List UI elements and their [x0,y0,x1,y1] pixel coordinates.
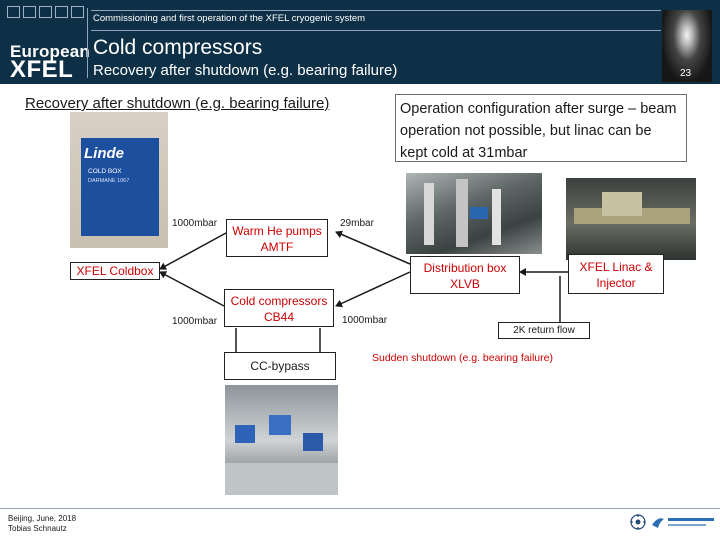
coldbox-photo: Linde COLD BOX DARMANE 1067 [70,112,168,248]
logo-grid-icon [7,6,85,20]
pipe-shape [492,189,501,245]
cryomodule-shape [602,192,642,216]
coldbox-serial-plate: DARMANE 1067 [88,178,130,184]
slide-subtitle: Recovery after shutdown (e.g. bearing fa… [93,62,398,79]
pipe-shape [456,179,468,247]
compressor-shape [269,415,291,435]
label-shutdown-note: Sudden shutdown (e.g. bearing failure) [372,352,553,364]
partner-emblem-icon [630,514,646,530]
pipe-shape [424,183,434,245]
page-number: 23 [680,68,692,79]
node-distribution-box: Distribution box XLVB [410,256,520,294]
cold-compressors-photo [225,385,338,495]
label-pressure-29: 29mbar [340,218,374,229]
coldbox-name-plate: COLD BOX [88,168,122,175]
compressor-shape [235,425,255,443]
brand-line2: XFEL [10,56,74,83]
header-divider [87,8,88,78]
coldbox-panel [81,138,159,236]
header-rule-mid [91,30,661,31]
header-photo [662,10,712,82]
helmholtz-logo-icon [652,518,714,528]
label-pressure-cold-left: 1000mbar [172,316,218,327]
callout-box: Operation configuration after surge – be… [395,94,687,162]
arrow-pumps-to-coldbox [159,232,227,270]
label-pressure-cold-right: 1000mbar [342,315,388,326]
arrow-dist-to-pumps [335,230,411,265]
distribution-box-photo [406,173,542,254]
compressor-shape [303,433,323,451]
arrow-compressors-to-coldbox [159,271,225,307]
node-cc-bypass: CC-bypass [224,352,336,380]
arrow-dist-to-compressors [335,271,411,308]
header-rule-top [91,10,661,11]
node-warm-pumps: Warm He pumps AMTF [226,219,328,257]
linac-tunnel-photo [566,178,696,260]
node-cold-compressors: Cold compressors CB44 [224,289,334,327]
presentation-title: Commissioning and first operation of the… [93,13,366,24]
label-pressure-warm: 1000mbar [172,218,218,229]
brand-line1: European [10,42,91,61]
footer-credits: Beijing, June, 2018 Tobias Schnautz [8,514,76,534]
floor-shape [225,463,338,495]
label-return-flow: 2K return flow [498,322,590,339]
slide-title: Cold compressors [93,36,263,59]
valve-shape [470,207,488,219]
content-heading: Recovery after shutdown (e.g. bearing fa… [25,95,330,112]
footer-date-place: Beijing, June, 2018 [8,514,77,523]
coldbox-brand-logo: Linde [84,145,124,162]
footer-rule [0,508,720,509]
node-linac: XFEL Linac & Injector [568,254,664,294]
node-coldbox: XFEL Coldbox [70,262,160,280]
footer-author: Tobias Schnautz [8,524,67,533]
header-bar [0,0,720,84]
